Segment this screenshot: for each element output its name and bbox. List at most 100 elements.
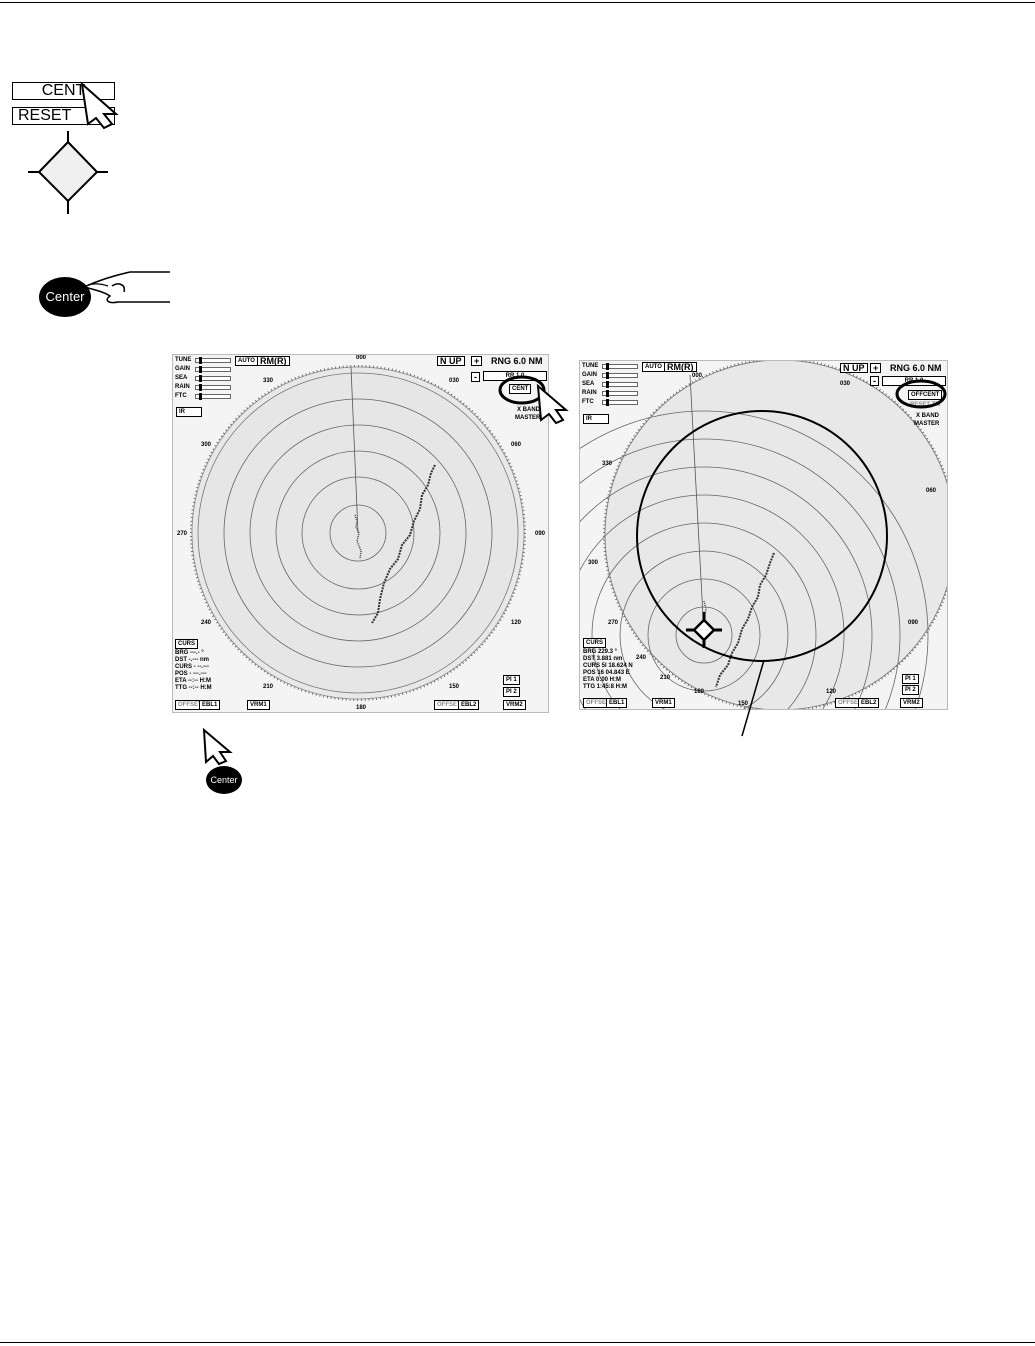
bearing-210: 210 [263,684,274,690]
ebl1-button[interactable]: EBL1 [199,700,221,710]
ebl1-button[interactable]: EBL1 [606,698,628,708]
pi2-button[interactable]: PI 2 [503,687,520,697]
auto-button[interactable]: AUTO [642,362,665,372]
ftc-slider[interactable] [602,399,638,406]
readout-eta: ETA --:-- H:M [175,678,211,684]
gain-slider[interactable] [195,366,231,373]
bearing-270: 270 [608,620,619,626]
ir-button[interactable]: IR [583,414,609,424]
readout-curs: CURS 5I 18.624 N [583,663,633,669]
cent-button[interactable]: CENT [12,82,115,100]
offcent-soft-button[interactable]: OFFCENT [908,390,943,400]
control-rain-label: RAIN [175,384,190,390]
range-up-button[interactable]: + [471,356,483,366]
tune-slider[interactable] [195,357,231,364]
bearing-120: 120 [511,620,522,626]
vrm1-button[interactable]: VRM1 [247,700,270,710]
bearing-210: 210 [660,675,671,681]
readout-dst: DST 3.881 nm [583,656,623,662]
bearing-000: 000 [356,355,367,361]
sea-slider[interactable] [195,375,231,382]
sea-slider[interactable] [602,381,638,388]
band-label-1: X BAND [916,413,940,419]
readout-pos: POS 16 04.843 E [583,670,630,676]
range-down-button[interactable]: - [471,372,480,382]
reset-button[interactable]: RESET [12,107,115,125]
bottom-rule [0,1342,1035,1343]
control-ftc-label: FTC [175,393,187,399]
pi2-button[interactable]: PI 2 [902,685,919,695]
gain-slider[interactable] [602,372,638,379]
n-up-button[interactable]: N UP [840,363,868,373]
bearing-300: 300 [588,560,599,566]
n-up-button[interactable]: N UP [437,356,465,366]
readout-ttg: TTG 1:45:8 H:M [583,684,628,690]
band-label-2: MASTER [914,421,940,427]
ftc-slider[interactable] [195,393,231,400]
readout-brg: BRG ---.- ° [175,650,204,656]
radar-display-centered: TUNE GAIN SEA RAIN FTC AUTO RM(R) N UP +… [172,354,549,713]
motion-mode-button[interactable]: RM(R) [664,362,697,372]
control-sea-label: SEA [175,375,188,381]
rain-slider[interactable] [602,390,638,397]
readout-pos: POS - ---.--- [175,671,207,677]
control-ftc-label: FTC [582,399,594,405]
control-tune-label: TUNE [582,363,599,369]
pi1-button[interactable]: PI 1 [503,675,520,685]
range-rings-field: RR 1.0 [882,376,946,386]
bearing-270: 270 [177,531,188,537]
bearing-000: 000 [692,373,703,379]
bearing-180: 180 [694,689,705,695]
bearing-120: 120 [826,689,837,695]
bearing-090: 090 [908,620,919,626]
rain-slider[interactable] [195,384,231,391]
bearing-030: 030 [840,381,851,387]
bearing-060: 060 [511,442,522,448]
cent-soft-button[interactable]: CENT [509,384,532,394]
vrm1-button[interactable]: VRM1 [652,698,675,708]
bearing-240: 240 [636,655,647,661]
reset-tm-label: RESET TM [910,402,941,408]
vrm2-button[interactable]: VRM2 [900,698,923,708]
range-rings-field: RR 1.0 [483,371,547,381]
range-readout: RNG 6.0 NM [890,363,942,373]
bearing-090: 090 [535,531,546,537]
control-tune-label: TUNE [175,357,192,363]
center-key-small[interactable]: Center [206,766,242,794]
range-up-button[interactable]: + [870,363,882,373]
ebl2-button[interactable]: EBL2 [458,700,480,710]
top-rule [0,2,1035,3]
motion-mode-button[interactable]: RM(R) [257,356,290,366]
pi1-button[interactable]: PI 1 [902,674,919,684]
band-label-2: MASTER [515,415,541,421]
bearing-150: 150 [738,701,749,707]
ir-button[interactable]: IR [176,407,202,417]
control-sea-label: SEA [582,381,595,387]
bearing-300: 300 [201,442,212,448]
control-gain-label: GAIN [175,366,190,372]
control-rain-label: RAIN [582,390,597,396]
radar-display-offcentered: TUNE GAIN SEA RAIN FTC AUTO RM(R) N UP +… [579,360,948,710]
bearing-330: 330 [602,461,613,467]
ebl2-button[interactable]: EBL2 [858,698,880,708]
radar-ppi-left [190,365,526,701]
bearing-030: 030 [449,378,460,384]
auto-button[interactable]: AUTO [235,356,258,366]
center-key[interactable]: Center [39,277,91,317]
bearing-150: 150 [449,684,460,690]
control-gain-label: GAIN [582,372,597,378]
vrm2-button[interactable]: VRM2 [503,700,526,710]
readout-curs: CURS - --.--- [175,664,209,670]
range-down-button[interactable]: - [870,376,879,386]
readout-brg: BRG 229.3 ° [583,649,618,655]
bearing-330: 330 [263,378,274,384]
readout-dst: DST -.--- nm [175,657,209,663]
readout-eta: ETA 0:00 H:M [583,677,622,683]
bearing-240: 240 [201,620,212,626]
bearing-180: 180 [356,705,367,711]
curs-button[interactable]: CURS [175,639,199,649]
range-readout: RNG 6.0 NM [491,356,543,366]
tune-slider[interactable] [602,363,638,370]
curs-button[interactable]: CURS [583,638,607,648]
band-label-1: X BAND [517,407,541,413]
